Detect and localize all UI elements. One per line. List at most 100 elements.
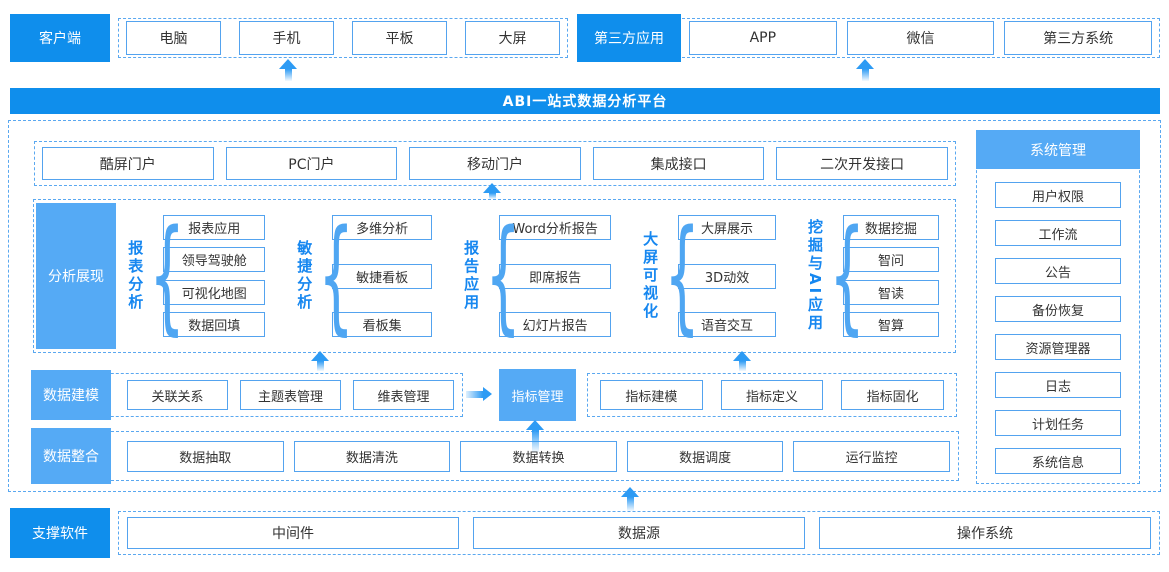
analysis-item-box: 大屏展示 bbox=[678, 215, 777, 240]
indicator-item-box: 指标建模 bbox=[600, 380, 703, 410]
up-arrow-icon bbox=[856, 59, 874, 81]
integration-label: 数据整合 bbox=[31, 428, 111, 484]
analysis-group-items: Word分析报告 即席报告 幻灯片报告 bbox=[499, 215, 612, 337]
analysis-item-box: 领导驾驶舱 bbox=[163, 247, 266, 273]
device-box: 大屏 bbox=[465, 21, 560, 55]
analysis-group-agile: 敏捷分析 { 多维分析 敏捷看板 看板集 bbox=[295, 214, 433, 338]
up-arrow-icon bbox=[526, 420, 544, 452]
support-layer: 支撑软件 中间件 数据源 操作系统 bbox=[10, 505, 1160, 560]
brace-icon: { bbox=[664, 214, 700, 338]
portal-box: PC门户 bbox=[225, 147, 398, 180]
system-management-panel: 系统管理 用户权限 工作流 公告 备份恢复 资源管理器 日志 计划任务 系统信息 bbox=[976, 130, 1140, 484]
portal-row: 酷屏门户 PC门户 移动门户 集成接口 二次开发接口 bbox=[34, 141, 956, 186]
client-layer: 客户端 电脑 手机 平板 大屏 第三方应用 APP 微信 第三方系统 bbox=[10, 14, 1160, 62]
analysis-groups: 报表分析 { 报表应用 领导驾驶舱 可视化地图 数据回填 敏捷分析 { 多维分析… bbox=[120, 214, 955, 338]
integration-row: 数据整合 数据抽取 数据清洗 数据转换 数据调度 运行监控 bbox=[31, 428, 959, 484]
system-item-box: 计划任务 bbox=[995, 410, 1121, 436]
support-items: 中间件 数据源 操作系统 bbox=[118, 510, 1160, 555]
indicator-management-box: 指标管理 bbox=[499, 369, 576, 421]
integration-item-box: 数据抽取 bbox=[127, 440, 284, 472]
integration-item-box: 运行监控 bbox=[793, 440, 950, 472]
up-arrow-icon bbox=[733, 351, 751, 371]
analysis-group-items: 数据挖掘 智问 智读 智算 bbox=[843, 215, 939, 337]
analysis-item-box: 多维分析 bbox=[332, 215, 433, 240]
modeling-item-box: 维表管理 bbox=[353, 380, 454, 410]
brace-icon: { bbox=[319, 214, 355, 338]
analysis-group-mining-ai: 挖掘与AI应用 { 数据挖掘 智问 智读 智算 bbox=[806, 214, 939, 338]
portal-box: 集成接口 bbox=[592, 147, 765, 180]
system-item-box: 系统信息 bbox=[995, 448, 1121, 474]
analysis-label: 分析展现 bbox=[36, 203, 116, 349]
analysis-item-box: 语音交互 bbox=[678, 312, 777, 337]
analysis-group-items: 多维分析 敏捷看板 看板集 bbox=[332, 215, 433, 337]
third-party-label: 第三方应用 bbox=[577, 14, 681, 62]
system-management-header: 系统管理 bbox=[976, 130, 1140, 169]
portal-box: 酷屏门户 bbox=[42, 147, 214, 180]
analysis-item-box: 看板集 bbox=[332, 312, 433, 337]
analysis-item-box: 可视化地图 bbox=[163, 279, 266, 305]
analysis-item-box: 数据挖掘 bbox=[843, 215, 939, 240]
analysis-item-box: Word分析报告 bbox=[499, 215, 612, 240]
platform-banner: ABI一站式数据分析平台 bbox=[10, 88, 1160, 114]
indicator-item-box: 指标固化 bbox=[841, 380, 945, 410]
indicator-item-box: 指标定义 bbox=[720, 380, 824, 410]
analysis-group-items: 报表应用 领导驾驶舱 可视化地图 数据回填 bbox=[163, 215, 266, 337]
up-arrow-icon bbox=[279, 59, 297, 81]
analysis-item-box: 智算 bbox=[843, 311, 939, 337]
analysis-group-title: 敏捷分析 bbox=[295, 240, 314, 312]
third-party-group: 第三方应用 APP 微信 第三方系统 bbox=[577, 14, 1160, 62]
analysis-item-box: 敏捷看板 bbox=[332, 263, 433, 289]
third-party-box: 微信 bbox=[846, 21, 995, 55]
portal-box: 二次开发接口 bbox=[776, 147, 948, 180]
system-item-box: 备份恢复 bbox=[995, 296, 1121, 322]
up-arrow-icon bbox=[311, 351, 329, 371]
indicator-row: 指标建模 指标定义 指标固化 bbox=[587, 373, 957, 417]
system-item-box: 工作流 bbox=[995, 220, 1121, 246]
analysis-item-box: 3D动效 bbox=[678, 263, 777, 289]
analysis-group-title: 报表分析 bbox=[126, 240, 145, 312]
client-label: 客户端 bbox=[10, 14, 110, 62]
analysis-row: 分析展现 报表分析 { 报表应用 领导驾驶舱 可视化地图 数据回填 敏捷分析 { bbox=[33, 199, 956, 353]
analysis-group-bigscreen: 大屏可视化 { 大屏展示 3D动效 语音交互 bbox=[641, 214, 777, 338]
analysis-item-box: 数据回填 bbox=[163, 311, 266, 337]
system-item-box: 日志 bbox=[995, 372, 1121, 398]
portal-box: 移动门户 bbox=[409, 147, 581, 180]
system-item-box: 资源管理器 bbox=[995, 334, 1121, 360]
analysis-item-box: 幻灯片报告 bbox=[499, 312, 612, 337]
system-item-box: 公告 bbox=[995, 258, 1121, 284]
modeling-items: 关联关系 主题表管理 维表管理 bbox=[119, 380, 462, 410]
up-arrow-icon bbox=[483, 183, 501, 199]
modeling-item-box: 主题表管理 bbox=[240, 380, 341, 410]
modeling-row: 数据建模 关联关系 主题表管理 维表管理 bbox=[31, 370, 463, 420]
client-devices-group: 电脑 手机 平板 大屏 bbox=[118, 18, 568, 58]
support-item-box: 数据源 bbox=[473, 516, 805, 549]
modeling-label: 数据建模 bbox=[31, 370, 111, 420]
analysis-group-title: 挖掘与AI应用 bbox=[806, 219, 824, 333]
brace-icon: { bbox=[149, 204, 186, 348]
analysis-item-box: 智问 bbox=[843, 247, 939, 273]
up-arrow-icon bbox=[621, 487, 639, 511]
device-box: 手机 bbox=[239, 21, 334, 55]
third-party-box: APP bbox=[689, 21, 837, 55]
brace-icon: { bbox=[829, 204, 865, 348]
support-label: 支撑软件 bbox=[10, 507, 110, 558]
integration-item-box: 数据调度 bbox=[626, 440, 784, 472]
system-item-box: 用户权限 bbox=[995, 182, 1121, 208]
integration-item-box: 数据清洗 bbox=[293, 440, 451, 472]
analysis-group-title: 报告应用 bbox=[462, 240, 481, 312]
modeling-item-box: 关联关系 bbox=[127, 380, 228, 410]
integration-items: 数据抽取 数据清洗 数据转换 数据调度 运行监控 bbox=[119, 440, 958, 472]
brace-icon: { bbox=[486, 214, 522, 338]
system-management-items: 用户权限 工作流 公告 备份恢复 资源管理器 日志 计划任务 系统信息 bbox=[977, 169, 1139, 474]
device-box: 平板 bbox=[352, 21, 447, 55]
analysis-group-report: 报表分析 { 报表应用 领导驾驶舱 可视化地图 数据回填 bbox=[126, 204, 266, 348]
analysis-item-box: 即席报告 bbox=[499, 263, 612, 289]
analysis-item-box: 智读 bbox=[843, 279, 939, 305]
right-arrow-icon bbox=[466, 387, 492, 401]
analysis-group-title: 大屏可视化 bbox=[641, 231, 660, 321]
third-party-items: APP 微信 第三方系统 bbox=[689, 21, 1153, 55]
support-item-box: 中间件 bbox=[127, 516, 459, 549]
support-item-box: 操作系统 bbox=[819, 516, 1151, 549]
analysis-group-reporting: 报告应用 { Word分析报告 即席报告 幻灯片报告 bbox=[462, 214, 612, 338]
